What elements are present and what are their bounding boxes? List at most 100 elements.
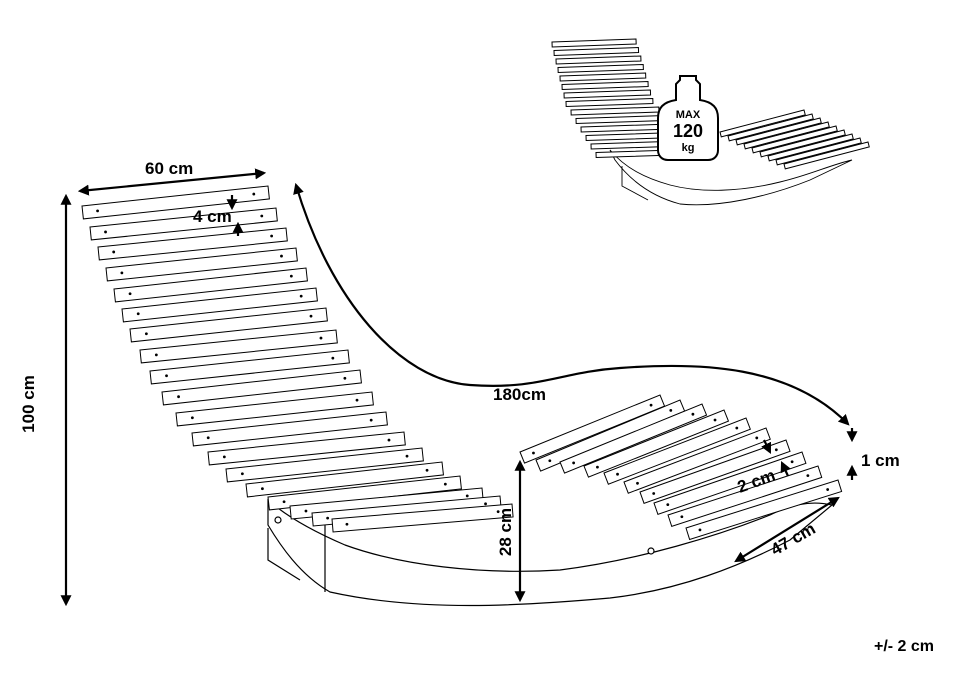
foot-gap-arrow-top bbox=[761, 439, 771, 454]
screw-hole bbox=[128, 292, 132, 296]
slat bbox=[727, 113, 814, 142]
length-arrow bbox=[293, 182, 850, 426]
screw-hole bbox=[104, 230, 107, 234]
slat bbox=[565, 97, 654, 108]
seat-height-label: 28 cm bbox=[496, 508, 515, 556]
slat bbox=[775, 137, 862, 166]
tolerance-note: +/- 2 cm bbox=[873, 638, 934, 655]
screw-hole bbox=[669, 408, 673, 412]
screw-hole bbox=[652, 492, 656, 495]
screw-hole bbox=[666, 503, 670, 506]
slat bbox=[267, 475, 462, 511]
slat bbox=[759, 129, 846, 158]
foot-gap-arrow-bottom bbox=[780, 461, 791, 477]
length-label: 180cm bbox=[493, 385, 546, 404]
screw-hole bbox=[596, 465, 599, 469]
slat bbox=[767, 133, 854, 162]
screw-hole bbox=[282, 500, 286, 504]
slat-thickness-label: 1 cm bbox=[861, 451, 900, 470]
screw-hole bbox=[484, 502, 487, 506]
slat-gap-label: 4 cm bbox=[193, 207, 232, 226]
inset-slats bbox=[551, 38, 870, 170]
slat bbox=[97, 227, 288, 261]
screw-hole bbox=[319, 336, 323, 340]
slat bbox=[743, 121, 830, 150]
screw-hole bbox=[713, 418, 717, 422]
screw-hole bbox=[443, 482, 447, 486]
screw-hole bbox=[532, 451, 535, 455]
slat bbox=[559, 72, 647, 82]
screw-hole bbox=[806, 474, 810, 478]
screw-hole bbox=[465, 494, 469, 498]
height-label: 100 cm bbox=[19, 375, 38, 433]
slat bbox=[639, 439, 791, 504]
weight-icon: MAX 120 kg bbox=[657, 75, 719, 161]
screw-hole bbox=[304, 509, 308, 513]
width-arrow bbox=[77, 168, 267, 196]
screw-hole bbox=[165, 374, 168, 378]
slat bbox=[331, 503, 514, 533]
slat bbox=[751, 125, 838, 154]
screw-hole bbox=[345, 522, 349, 526]
screw-hole bbox=[240, 472, 244, 476]
screw-hole bbox=[222, 455, 226, 459]
screw-hole bbox=[691, 412, 695, 416]
slat bbox=[551, 38, 637, 48]
slat bbox=[603, 417, 751, 485]
screw-hole bbox=[331, 356, 335, 360]
slat bbox=[735, 117, 822, 146]
screw-hole bbox=[387, 438, 391, 442]
screw-hole bbox=[309, 314, 313, 318]
slat bbox=[575, 114, 666, 125]
slat bbox=[719, 109, 806, 138]
screw-hole bbox=[260, 214, 264, 218]
slat bbox=[245, 461, 445, 498]
slat bbox=[570, 106, 660, 116]
screw-hole bbox=[96, 209, 99, 213]
screw-hole bbox=[735, 426, 739, 430]
screw-hole bbox=[154, 353, 158, 357]
slat bbox=[225, 447, 424, 483]
screw-hole bbox=[496, 510, 500, 514]
slat bbox=[555, 55, 642, 65]
screw-hole bbox=[289, 274, 293, 278]
screw-hole bbox=[405, 454, 409, 458]
screw-hole bbox=[136, 312, 140, 316]
screw-hole bbox=[636, 481, 639, 485]
screw-hole bbox=[572, 461, 576, 465]
screw-hole bbox=[252, 192, 256, 196]
screw-hole bbox=[774, 448, 778, 452]
slat bbox=[563, 89, 652, 99]
screw-hole bbox=[206, 436, 210, 440]
weight-value: 120 bbox=[673, 121, 703, 141]
screw-hole bbox=[270, 234, 274, 238]
foot-width-arrow bbox=[734, 496, 840, 563]
screw-hole bbox=[790, 460, 794, 464]
screw-hole bbox=[369, 418, 373, 422]
slat bbox=[667, 465, 823, 528]
screw-hole bbox=[120, 271, 124, 275]
screw-hole bbox=[698, 528, 702, 532]
screw-hole bbox=[425, 468, 429, 472]
screw-hole bbox=[144, 332, 148, 336]
screw-hole bbox=[261, 487, 264, 491]
slat bbox=[653, 451, 807, 515]
screw-hole bbox=[112, 250, 116, 254]
screw-hole bbox=[326, 516, 330, 520]
weight-unit: kg bbox=[682, 142, 695, 154]
screw-hole bbox=[755, 436, 759, 440]
dimension-lines bbox=[60, 168, 858, 607]
screw-hole bbox=[680, 515, 684, 519]
screw-hole bbox=[280, 254, 283, 258]
slat bbox=[553, 46, 640, 57]
screw-hole bbox=[548, 459, 552, 463]
slat bbox=[561, 80, 649, 91]
width-label: 60 cm bbox=[145, 159, 193, 178]
slat bbox=[557, 63, 644, 74]
slat bbox=[783, 141, 870, 170]
slat bbox=[89, 207, 278, 241]
screw-hole bbox=[299, 294, 303, 298]
screw-hole bbox=[355, 398, 359, 402]
